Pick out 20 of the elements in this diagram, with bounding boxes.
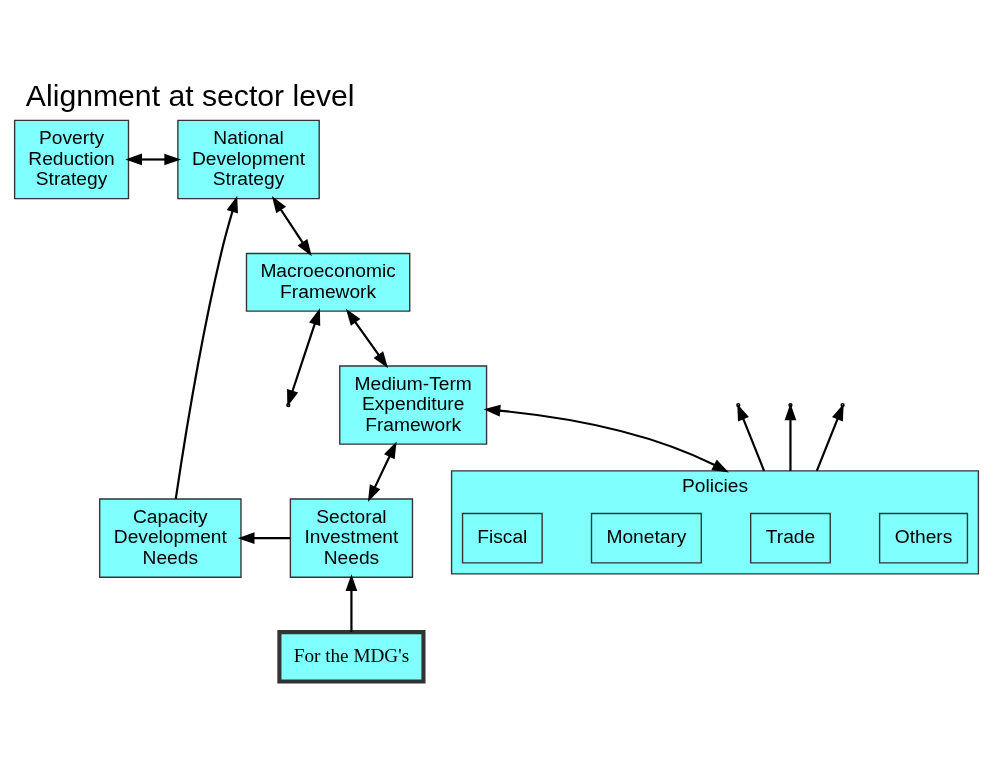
node-box: Macroeconomic Framework — [245, 252, 410, 312]
node-box: Monetary — [590, 512, 702, 564]
arrow — [174, 195, 238, 499]
arrow — [345, 573, 357, 632]
arrow — [367, 440, 397, 502]
arrow — [271, 195, 312, 256]
node-box: Fiscal — [461, 512, 543, 564]
node-box: Others — [878, 512, 968, 564]
arrow — [237, 531, 290, 544]
arrow — [345, 308, 388, 368]
node-box: Trade — [749, 512, 831, 564]
arrow — [124, 153, 181, 165]
arrow — [483, 404, 729, 472]
node-box: Medium-Term Expenditure Framework — [338, 364, 487, 445]
node-box: Poverty Reduction Strategy — [13, 119, 129, 199]
node-box: National Development Strategy — [176, 119, 320, 199]
node-box: Sectoral Investment Needs — [289, 497, 413, 578]
node-box: Capacity Development Needs — [98, 497, 242, 578]
diagram-title: Alignment at sector level — [25, 78, 355, 112]
node-box: For the MDG's — [276, 629, 425, 684]
